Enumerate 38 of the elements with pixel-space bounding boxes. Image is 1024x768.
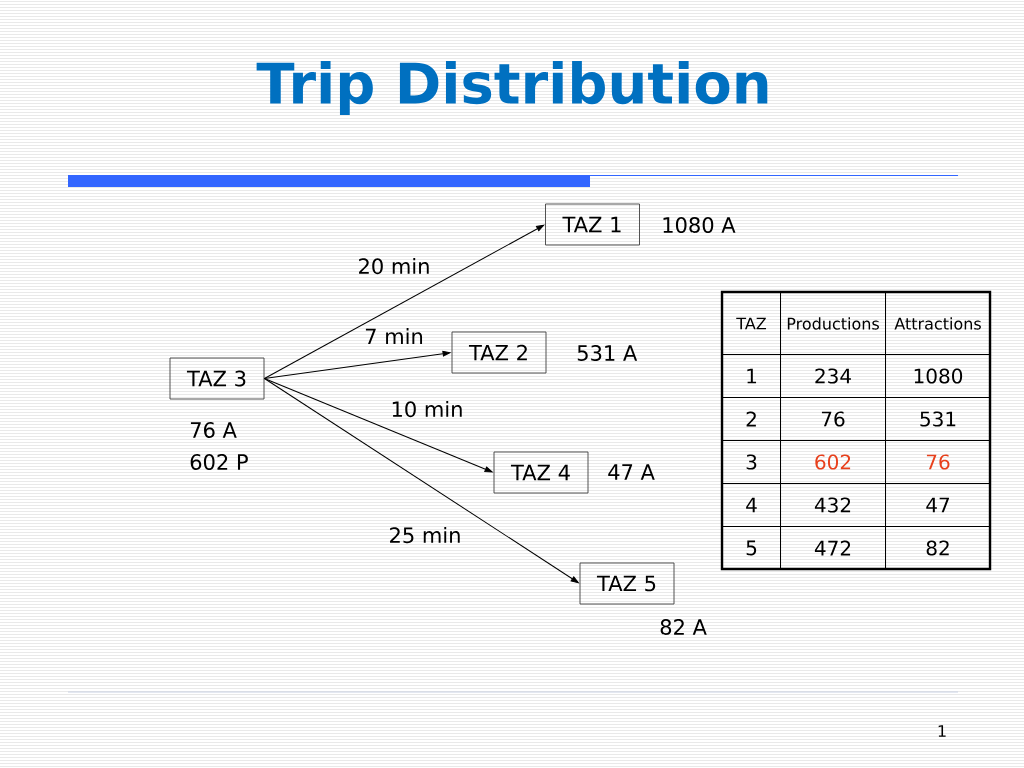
- zone-box: TAZ 2: [451, 331, 547, 374]
- zone-box: TAZ 4: [493, 451, 589, 494]
- table-cell: 47: [885, 483, 991, 527]
- table-cell: Productions: [780, 292, 886, 355]
- zone-box: TAZ 3: [169, 357, 265, 400]
- table-cell: 1080: [885, 354, 991, 398]
- table-cell: 76: [885, 440, 991, 484]
- table-cell: 5: [722, 526, 781, 570]
- edge-label: 10 min: [392, 400, 462, 418]
- arrow: [263, 224, 545, 379]
- table-cell: 82: [885, 526, 991, 570]
- zone-box: TAZ 5: [579, 562, 675, 605]
- value-text: 82 A: [660, 619, 707, 635]
- table-cell: 602: [780, 440, 886, 484]
- page-number: 1: [938, 725, 946, 737]
- table-cell: Attractions: [885, 292, 991, 355]
- edge-label: 25 min: [390, 526, 460, 544]
- arrow: [263, 378, 579, 584]
- table-cell: 432: [780, 483, 886, 527]
- table-cell: 2: [722, 397, 781, 441]
- edge-label: 20 min: [359, 257, 429, 275]
- table-cell: 234: [780, 354, 886, 398]
- edge-label: 7 min: [365, 328, 422, 344]
- value-text: 1080 A: [663, 217, 736, 233]
- label: TAZ: [736, 317, 767, 330]
- value-text: 76 A: [190, 422, 237, 438]
- value-text: 602 P: [190, 454, 248, 470]
- table-cell: 3: [722, 440, 781, 484]
- table-cell: 76: [780, 397, 886, 441]
- arrow: [263, 350, 451, 379]
- title: Trip Distribution: [256, 60, 768, 116]
- value-text: 531 A: [577, 345, 638, 361]
- table-cell: 4: [722, 483, 781, 527]
- table-cell: 1: [722, 354, 781, 398]
- table-cell: 472: [780, 526, 886, 570]
- value-text: 47 A: [608, 464, 655, 480]
- zone-box: TAZ 1: [545, 203, 640, 246]
- table-cell: 531: [885, 397, 991, 441]
